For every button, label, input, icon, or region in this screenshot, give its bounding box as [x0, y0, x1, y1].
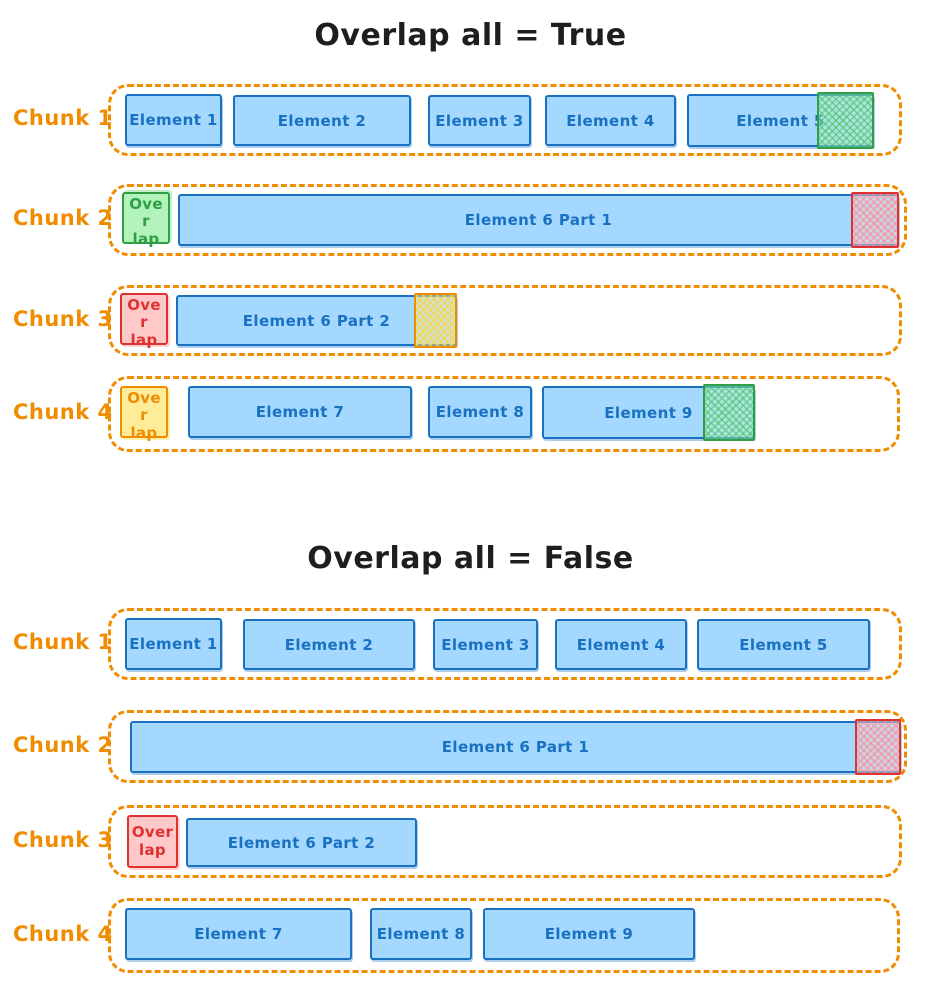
- element-box-element-7: Element 7: [188, 386, 412, 438]
- element-label: Element 6 Part 1: [441, 738, 590, 756]
- section-title-overlap-false: Overlap all = False: [307, 541, 634, 576]
- element-box-element-8: Element 8: [428, 386, 532, 438]
- element-box-element-6-part-2: Element 6 Part 2: [186, 818, 417, 867]
- element-label: Element 1: [129, 635, 218, 653]
- overlap-box-red: Over lap: [127, 815, 178, 868]
- element-label: Element 5: [739, 635, 828, 654]
- overlap-hatch-red: [855, 719, 901, 775]
- chunk-container-chunk-2-section-2: [108, 710, 907, 783]
- element-label: Element 3: [441, 635, 530, 654]
- element-box-element-6-part-1: Element 6 Part 1: [178, 192, 899, 248]
- chunk-container-chunk-1-section-1: [108, 84, 902, 156]
- element-box-element-4: Element 4: [555, 619, 687, 670]
- chunk-label-chunk-2: Chunk 2: [13, 732, 113, 757]
- chunk-container-chunk-3-section-2: [108, 805, 902, 878]
- element-label: Element 6 Part 1: [464, 211, 613, 229]
- element-box-element-6-part-1: Element 6 Part 1: [130, 719, 901, 775]
- element-label: Element 9: [604, 403, 693, 422]
- element-label: Element 2: [277, 111, 367, 130]
- chunk-label-chunk-1: Chunk 1: [13, 106, 113, 130]
- element-label: Element 2: [284, 635, 374, 654]
- element-label: Element 5: [736, 111, 825, 130]
- overlap-hatch-green: [817, 92, 874, 149]
- element-box-element-1: Element 1: [125, 94, 222, 146]
- element-label: Element 8: [435, 403, 525, 421]
- chunk-container-chunk-3-section-1: [108, 285, 902, 356]
- overlap-hatch-orange: [414, 293, 457, 348]
- element-box-element-3: Element 3: [433, 619, 538, 670]
- element-box-element-7: Element 7: [125, 908, 352, 960]
- chunk-container-chunk-4-section-2: [108, 898, 900, 973]
- overlap-box-red: Over lap: [120, 293, 168, 348]
- element-label: Element 6 Part 2: [227, 833, 376, 852]
- chunk-label-chunk-2: Chunk 2: [13, 206, 113, 230]
- element-label: Element 7: [255, 403, 345, 421]
- overlap-hatch-red: [851, 192, 899, 248]
- element-label: Element 4: [566, 111, 655, 130]
- element-box-element-5: Element 5: [697, 619, 870, 670]
- chunk-label-chunk-3: Chunk 3: [13, 827, 113, 852]
- chunk-label-chunk-4: Chunk 4: [13, 921, 113, 946]
- chunk-container-chunk-2-section-1: [108, 184, 907, 256]
- element-label: Element 4: [576, 635, 666, 654]
- element-box-element-4: Element 4: [545, 95, 676, 146]
- element-box-element-9: Element 9: [542, 384, 755, 441]
- element-label: Element 1: [129, 111, 218, 129]
- element-box-element-2: Element 2: [233, 95, 411, 146]
- chunk-label-chunk-1: Chunk 1: [13, 630, 113, 654]
- overlap-box-yellow: Over lap: [120, 386, 168, 441]
- chunk-container-chunk-1-section-2: [108, 608, 902, 680]
- overlap-box-green: Over lap: [122, 192, 170, 247]
- element-box-element-8: Element 8: [370, 908, 472, 960]
- overlap-hatch-green: [703, 384, 755, 441]
- element-box-element-6-part-2: Element 6 Part 2: [176, 293, 457, 348]
- element-label: Element 8: [376, 925, 466, 943]
- element-box-element-2: Element 2: [243, 619, 415, 670]
- element-box-element-1: Element 1: [125, 618, 222, 670]
- element-box-element-3: Element 3: [428, 95, 531, 146]
- element-label: Element 7: [194, 925, 283, 943]
- element-label: Element 3: [435, 111, 524, 130]
- element-box-element-5: Element 5: [687, 92, 874, 149]
- chunk-container-chunk-4-section-1: [108, 376, 900, 452]
- chunk-label-chunk-4: Chunk 4: [13, 400, 113, 424]
- element-box-element-9: Element 9: [483, 908, 695, 960]
- element-label: Element 9: [544, 925, 634, 943]
- section-title-overlap-true: Overlap all = True: [314, 18, 627, 53]
- element-label: Element 6 Part 2: [242, 311, 391, 330]
- chunk-label-chunk-3: Chunk 3: [13, 306, 113, 331]
